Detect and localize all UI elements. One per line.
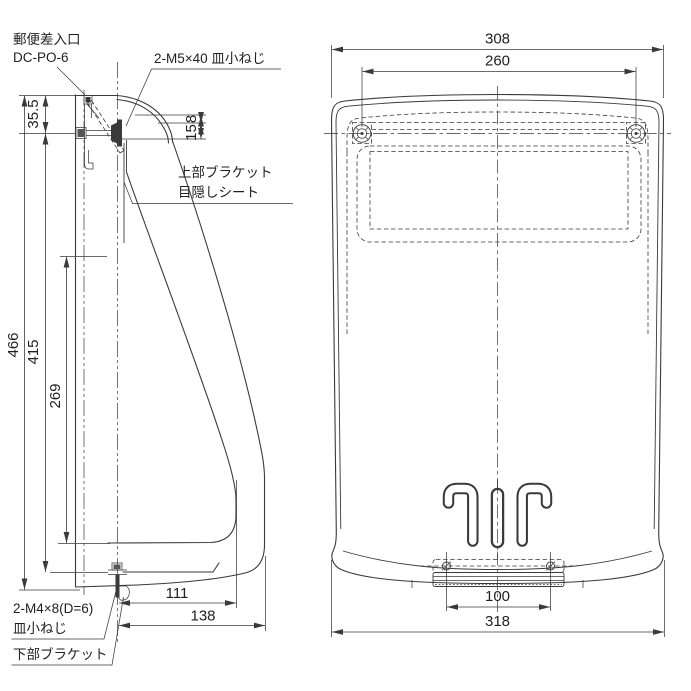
dim-260-text: 260 (485, 53, 510, 70)
dim-466-text: 466 (5, 332, 22, 357)
side-labels: 郵便差入口 DC-PO-6 2-M5×40 皿小ねじ 上部ブラケット 目隠しシー… (11, 32, 293, 666)
dim-466: 466 (5, 95, 28, 590)
dim-415: 415 (25, 133, 49, 572)
dim-318: 318 (332, 613, 664, 635)
dim-111-text: 111 (166, 585, 189, 602)
upper-bracket-flange (111, 119, 122, 147)
dim-8: 8 (183, 112, 204, 127)
dim-269-text: 269 (47, 383, 64, 408)
bottom-bracket-hidden (432, 559, 565, 573)
label-lower-bracket: 下部ブラケット (13, 646, 108, 662)
front-right-inner-side (653, 121, 660, 530)
side-outline (74, 94, 266, 588)
dim-308-text: 308 (485, 31, 510, 48)
leader-mail-slot (56, 66, 87, 97)
dim-35-5: 35.5 (25, 95, 49, 133)
dim-138: 138 (119, 608, 265, 629)
dim-35-5-text: 35.5 (25, 99, 42, 128)
dim-269: 269 (47, 256, 70, 543)
side-dimensions: 466 35.5 415 269 8 15 (5, 95, 265, 629)
upper-screw-head (75, 127, 87, 139)
side-lower-bracket-assembly (108, 562, 130, 601)
bottom-bracket-bar (432, 572, 565, 587)
flap-open-line2 (91, 100, 125, 151)
side-door-inner-sweep (107, 171, 237, 544)
front-dimensions: 308 260 100 318 (332, 31, 664, 635)
label-lower-screw-line2: 皿小ねじ (13, 621, 67, 636)
dim-15: 15 (183, 123, 204, 141)
front-body-outline (330, 93, 665, 585)
label-blind-sheet: 目隠しシート (178, 185, 259, 200)
dim-8-text: 8 (183, 115, 200, 123)
front-hidden-opening-outer (356, 145, 642, 243)
dim-15-text: 15 (183, 124, 200, 141)
label-lower-screw-line1: 2-M4×8(D=6) (13, 601, 93, 616)
label-upper-bracket: 上部ブラケット (178, 164, 273, 180)
dim-100-text: 100 (485, 588, 510, 605)
front-hidden-opening-inner (369, 151, 629, 230)
side-view: 466 35.5 415 269 8 15 (5, 32, 293, 666)
dim-318-text: 318 (485, 613, 510, 630)
side-centerlines (83, 62, 118, 642)
dim-415-text: 415 (25, 339, 42, 364)
side-front-sweep (74, 140, 266, 588)
flap-closed-line (86, 103, 100, 119)
dim-138-text: 138 (190, 608, 215, 625)
side-top-arc-outer (116, 94, 174, 143)
dim-111: 111 (119, 585, 236, 606)
slot-bottom-hook (84, 150, 94, 170)
front-view: 308 260 100 318 (324, 31, 671, 637)
dim-100: 100 (447, 588, 550, 610)
dim-260: 260 (362, 53, 636, 75)
label-mail-slot-line2: DC-PO-6 (13, 50, 69, 65)
side-slot-flap (83, 95, 125, 170)
side-top-arc-inner (116, 98, 170, 144)
front-centerlines (324, 86, 671, 612)
lower-screw-head (111, 562, 123, 571)
upper-screw-head-fill (77, 129, 85, 137)
front-extension-lines (331, 45, 665, 637)
lower-screw-head-fill (113, 564, 121, 569)
label-upper-screw: 2-M5×40 皿小ねじ (154, 51, 265, 66)
side-door-bottom-tick (212, 562, 220, 573)
leader-lower-bracket (11, 596, 124, 666)
dim-308: 308 (332, 31, 663, 53)
slot-top-clip-fill (85, 97, 91, 103)
leader-blind-sheet (123, 181, 293, 204)
leader-lower-screw (11, 584, 118, 640)
front-drain-slots (442, 480, 553, 560)
front-left-inner-side (335, 121, 342, 530)
label-mail-slot-line1: 郵便差入口 (13, 32, 81, 47)
leader-upper-screw (125, 68, 281, 127)
side-upper-screw-assembly (75, 119, 122, 147)
